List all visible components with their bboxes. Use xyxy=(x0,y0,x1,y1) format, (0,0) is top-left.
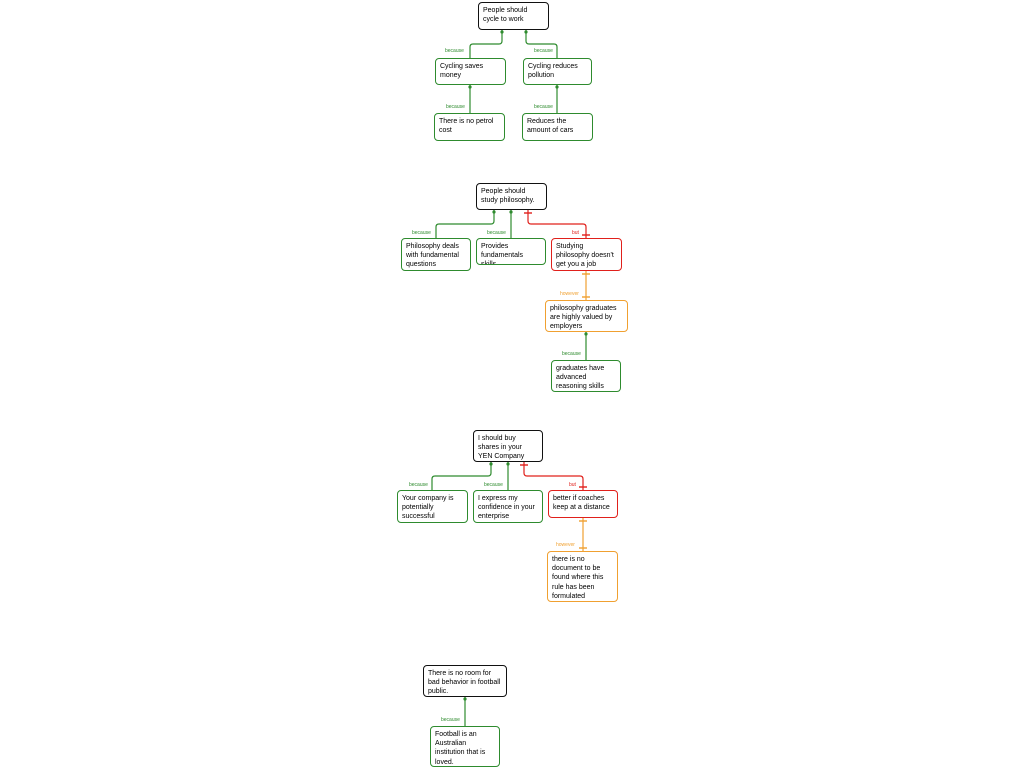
support-box-saves-money[interactable]: Cycling saves money xyxy=(435,58,506,85)
support-connector-arrow xyxy=(509,210,513,214)
support-connector xyxy=(435,210,495,238)
because-label: because xyxy=(445,48,464,54)
because-label: because xyxy=(484,482,503,488)
support-box-confidence-enterprise[interactable]: I express my confidence in your enterpri… xyxy=(473,490,543,523)
support-connector-arrow xyxy=(463,697,467,701)
because-label: because xyxy=(441,717,460,723)
support-box-australian-institution[interactable]: Football is an Australian institution th… xyxy=(430,726,500,767)
support-connector-arrow xyxy=(524,30,528,34)
support-connector-arrow xyxy=(506,462,510,466)
support-connector xyxy=(469,30,503,58)
support-connector-arrow xyxy=(468,85,472,89)
however-label: however xyxy=(556,542,575,548)
support-box-fewer-cars[interactable]: Reduces the amount of cars xyxy=(522,113,593,141)
because-label: because xyxy=(487,230,506,236)
objection-connector xyxy=(523,462,584,490)
because-label: because xyxy=(534,48,553,54)
support-connector-arrow xyxy=(489,462,493,466)
claim-box-football[interactable]: There is no room for bad behavior in foo… xyxy=(423,665,507,697)
support-connector xyxy=(525,30,558,58)
claim-box-philosophy[interactable]: People should study philosophy. xyxy=(476,183,547,210)
objection-box-coaches-distance[interactable]: better if coaches keep at a distance xyxy=(548,490,618,518)
objection-connector xyxy=(527,210,587,238)
claim-box-yen-shares[interactable]: I should buy shares in your YEN Company xyxy=(473,430,543,462)
however-label: however xyxy=(560,291,579,297)
but-label: but xyxy=(569,482,576,488)
because-label: because xyxy=(534,104,553,110)
but-label: but xyxy=(572,230,579,236)
support-connector-arrow xyxy=(500,30,504,34)
because-label: because xyxy=(409,482,428,488)
claim-box-cycle[interactable]: People should cycle to work xyxy=(478,2,549,30)
because-label: because xyxy=(446,104,465,110)
support-box-fundamental-skills[interactable]: Provides fundamentals skills. xyxy=(476,238,546,265)
support-connector-arrow xyxy=(492,210,496,214)
because-label: because xyxy=(562,351,581,357)
support-connector xyxy=(431,462,492,490)
support-box-reasoning-skills[interactable]: graduates have advanced reasoning skills xyxy=(551,360,621,392)
support-box-no-petrol[interactable]: There is no petrol cost xyxy=(434,113,505,141)
support-connector-arrow xyxy=(584,332,588,336)
support-box-potentially-successful[interactable]: Your company is potentially successful xyxy=(397,490,468,523)
rebuttal-box-valued-by-employers[interactable]: philosophy graduates are highly valued b… xyxy=(545,300,628,332)
support-box-reduces-pollution[interactable]: Cycling reduces pollution xyxy=(523,58,592,85)
support-box-fundamental-questions[interactable]: Philosophy deals with fundamental questi… xyxy=(401,238,471,271)
rebuttal-box-no-document[interactable]: there is no document to be found where t… xyxy=(547,551,618,602)
because-label: because xyxy=(412,230,431,236)
objection-box-no-job[interactable]: Studying philosophy doesn't get you a jo… xyxy=(551,238,622,271)
support-connector-arrow xyxy=(555,85,559,89)
